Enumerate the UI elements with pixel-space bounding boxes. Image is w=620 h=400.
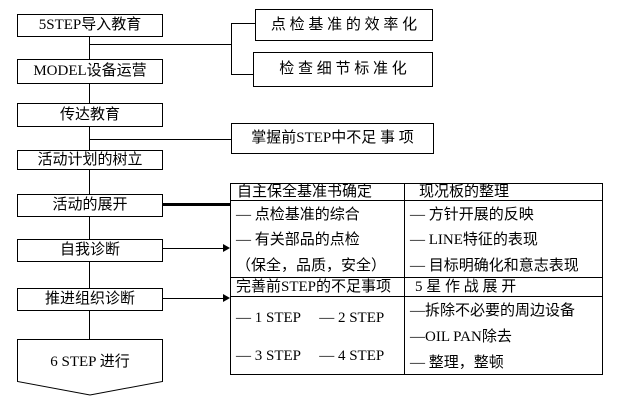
table-header-left-2: 完善前STEP的不足事项 (231, 278, 405, 297)
table-item: — 整理，整顿 (410, 354, 504, 371)
arrow-line-1 (163, 248, 224, 249)
arrowhead-icon (223, 244, 230, 252)
flow-step-5-label: 活动的展开 (52, 197, 128, 214)
flow-step-1-label: 5STEP导入教育 (38, 17, 142, 34)
pentagon-shape-icon (17, 339, 163, 396)
table-item: —拆除不必要的周边设备 (410, 303, 576, 320)
table-item: — LINE特征的表现 (410, 232, 538, 249)
bracket-stub-upper (231, 23, 255, 24)
callout-box-3: 掌握前STEP中不足 事 项 (231, 123, 434, 154)
branch-line-mid (89, 139, 231, 140)
spine-segment-5 (89, 217, 90, 239)
spine-segment-6 (89, 262, 90, 288)
table-header-right-2: 5 星 作 战 展 开 (405, 278, 602, 297)
flow-step-4: 活动计划的树立 (17, 150, 163, 170)
table-item: — 目标明确化和意志表现 (410, 257, 579, 274)
bracket-stub-lower (231, 74, 253, 75)
table-item: （保全，品质，安全） (236, 257, 387, 274)
table-item: — 1 STEP — 2 STEP (236, 309, 385, 326)
table-cell-left-1: — 点检基准的综合 — 有关部品的点检 （保全，品质，安全） (231, 201, 405, 278)
bracket-vertical (231, 23, 232, 75)
table-cell-left-2: — 1 STEP — 2 STEP — 3 STEP — 4 STEP (231, 297, 405, 374)
table-header-left-1: 自主保全基准书确定 (231, 184, 405, 201)
flow-step-2: MODEL设备运营 (17, 59, 163, 84)
flow-step-1: 5STEP导入教育 (17, 14, 163, 37)
callout-box-1: 点 检 基 准 的 效 率 化 (255, 9, 433, 41)
callout-box-3-label: 掌握前STEP中不足 事 项 (251, 130, 414, 147)
detail-table: 自主保全基准书确定 现况板的整理 — 点检基准的综合 — 有关部品的点检 （保全… (230, 183, 603, 375)
flow-step-7-label: 推进组织诊断 (44, 291, 135, 308)
table-cell-right-2: —拆除不必要的周边设备 —OIL PAN除去 — 整理，整顿 (405, 297, 602, 374)
flow-terminal: 6 STEP 进行 (17, 339, 163, 396)
thick-connector-line (163, 203, 230, 206)
table-header-right-1: 现况板的整理 (405, 184, 602, 201)
spine-segment-3 (89, 127, 90, 150)
table-item: — 有关部品的点检 (236, 232, 360, 249)
flow-step-3: 传达教育 (17, 103, 163, 127)
flow-terminal-label: 6 STEP 进行 (50, 354, 130, 370)
branch-line-top (89, 44, 232, 45)
arrowhead-icon (223, 294, 230, 302)
spine-segment-4 (89, 170, 90, 194)
table-item: — 3 STEP — 4 STEP (236, 348, 385, 365)
flow-step-5: 活动的展开 (17, 194, 163, 217)
spine-segment-1 (89, 37, 90, 59)
spine-segment-7 (89, 311, 90, 339)
table-item: — 方针开展的反映 (410, 207, 534, 224)
flow-step-6: 自我诊断 (17, 239, 163, 262)
flow-step-6-label: 自我诊断 (59, 242, 120, 259)
callout-box-1-label: 点 检 基 准 的 效 率 化 (270, 16, 418, 33)
spine-segment-2 (89, 84, 90, 103)
table-cell-right-1: — 方针开展的反映 — LINE特征的表现 — 目标明确化和意志表现 (405, 201, 602, 278)
flow-step-3-label: 传达教育 (59, 106, 120, 123)
flow-step-4-label: 活动计划的树立 (37, 151, 143, 168)
flow-step-2-label: MODEL设备运营 (33, 63, 147, 80)
table-item: — 点检基准的综合 (236, 207, 360, 224)
callout-box-2: 检 查 细 节 标 准 化 (253, 52, 433, 87)
callout-box-2-label: 检 查 细 节 标 准 化 (279, 61, 407, 78)
arrow-line-2 (163, 298, 224, 299)
flow-step-7: 推进组织诊断 (17, 288, 163, 311)
table-item: —OIL PAN除去 (410, 328, 512, 345)
